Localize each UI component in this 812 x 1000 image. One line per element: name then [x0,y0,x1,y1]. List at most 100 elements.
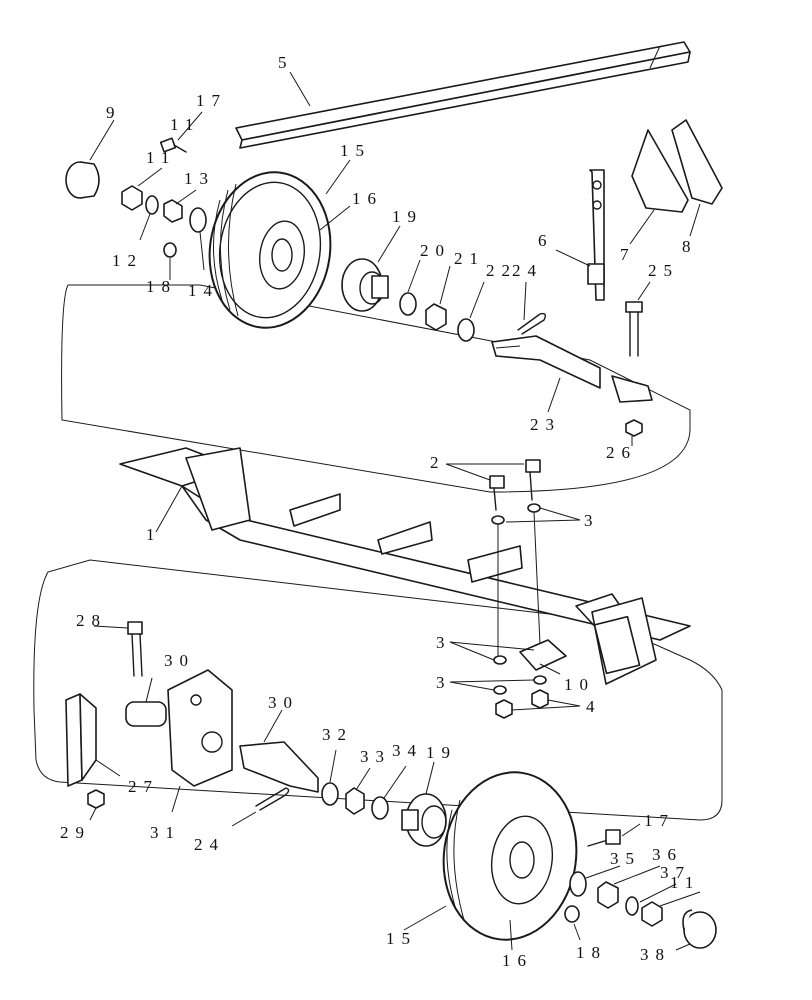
tire-part-15-upper [208,171,332,329]
spindle-part-23 [491,335,653,403]
callout-10: 10 [564,675,595,694]
callout-8: 8 [682,237,698,256]
callout-11-b: 11 [670,873,700,892]
callout-38: 38 [640,945,671,964]
callout-16-b: 16 [502,951,533,970]
callout-5: 5 [278,53,294,72]
bolt-part-28 [127,621,143,677]
seal-part-14 [189,207,207,233]
plate-part-31 [167,669,233,787]
callout-6: 6 [538,231,554,250]
callout-19-b: 19 [426,743,457,762]
nut-part-11-lower [641,901,663,927]
nut-part-26 [625,419,643,437]
bar-part-5 [235,41,691,149]
washer-part-3-e [493,685,507,695]
callout-19-a: 19 [392,207,423,226]
reflector-part-8 [671,119,723,205]
callout-2: 2 [430,453,446,472]
callout-11-a: 11 [146,148,176,167]
callout-30-a: 30 [164,651,195,670]
callout-3-low: 3 [436,673,452,692]
callout-labels: 1 2 3 3 3 4 5 6 7 8 9 10 11 11 11 12 13 … [60,53,700,970]
callout-23: 23 [530,415,561,434]
cap-part-9 [65,161,100,199]
lower-assembly-outline [33,559,723,821]
reflector-part-7 [631,129,689,213]
callout-11-c: 11 [170,115,200,134]
callout-25: 25 [648,261,679,280]
callout-3-mid: 3 [436,633,452,652]
washer-part-3-c [493,655,507,665]
bearing-part-36 [597,881,619,909]
cap-part-38 [682,909,717,949]
washer-part-37 [625,896,639,916]
callout-7: 7 [620,245,636,264]
callout-30-b: 30 [268,693,299,712]
hub-part-19-lower [401,793,447,847]
callout-34: 34 [392,741,423,760]
nut-part-4-b [531,689,549,709]
washer-part-22 [457,318,475,342]
hitch-part-6 [587,169,605,301]
nut-part-11-upper [121,185,143,211]
callout-15-a: 15 [340,141,371,160]
bolt-part-2-left [489,475,505,511]
callout-29: 29 [60,823,91,842]
washer-part-3-b [527,503,541,513]
callout-35: 35 [610,849,641,868]
pin-part-24-upper [517,312,547,335]
washer-part-3-a [491,515,505,525]
bracket-part-27 [65,693,97,787]
callout-37: 37 [660,863,691,882]
bearing-part-13 [163,199,183,223]
nut-part-21 [425,303,447,331]
callout-18-a: 18 [146,277,177,296]
callout-28: 28 [76,611,107,630]
callout-3-top: 3 [584,511,600,530]
spindle-part-30-right [239,741,319,793]
callout-21: 21 [454,249,485,268]
seal-part-35 [569,871,587,897]
washer-part-3-f [533,675,547,685]
callout-17-a: 17 [196,91,227,110]
callout-24-b: 24 [194,835,225,854]
callout-4: 4 [586,697,602,716]
bolt-part-18-lower [564,905,580,923]
bolt-part-17-upper [159,137,187,153]
callout-24-a: 24 [512,261,543,280]
callout-17-b: 17 [644,811,675,830]
pin-part-24-lower [255,787,290,811]
callout-14: 14 [188,281,219,300]
nut-part-4-a [495,699,513,719]
bolt-part-2-right [525,459,541,501]
hub-part-19-upper [341,258,389,312]
nut-part-33 [345,787,365,815]
tire-part-15-lower [442,771,578,941]
upper-assembly-outline [61,284,691,493]
washer-part-12 [145,195,159,215]
callout-15-b: 15 [386,929,417,948]
callout-20: 20 [420,241,451,260]
callout-9: 9 [106,103,122,122]
plate-part-10 [519,639,567,671]
callout-13: 13 [184,169,215,188]
callout-36: 36 [652,845,683,864]
callout-26: 26 [606,443,637,462]
callout-27: 27 [128,777,159,796]
washer-part-34 [371,796,389,820]
nut-part-29 [87,789,105,809]
callout-31: 31 [150,823,181,842]
callout-18-b: 18 [576,943,607,962]
callout-1: 1 [146,525,162,544]
bolt-part-25 [625,301,643,357]
bearing-part-32 [321,782,339,806]
bolt-part-18-upper [163,242,177,258]
callout-33: 33 [360,747,391,766]
callout-16-a: 16 [352,189,383,208]
leader-lines [89,71,701,951]
bolt-part-17-lower [587,829,621,847]
callout-32: 32 [322,725,353,744]
callout-22: 22 [486,261,517,280]
